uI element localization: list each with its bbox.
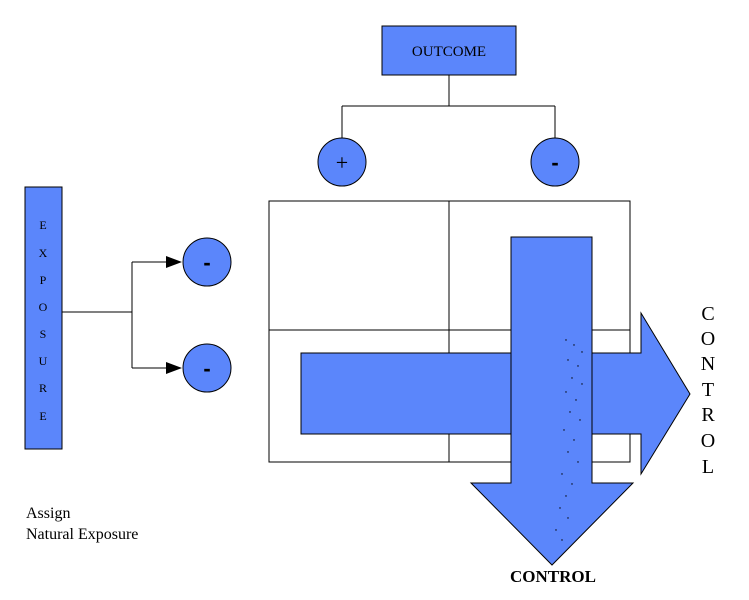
outcome-positive-circle — [317, 137, 367, 187]
outcome-negative-node: - — [530, 137, 580, 187]
assign-line-2: Natural Exposure — [26, 526, 138, 543]
exposure-upper-circle — [182, 237, 232, 287]
assign-line-1: Assign — [26, 505, 70, 522]
horizontal-arrow-shape — [300, 311, 691, 476]
control-right-letter: O — [701, 328, 715, 350]
outcome-node: OUTCOME — [381, 25, 517, 76]
exposure-letter: S — [40, 327, 47, 341]
outcome-box — [381, 25, 517, 76]
outcome-label: OUTCOME — [412, 44, 486, 60]
control-right-letter: L — [702, 456, 714, 478]
control-right-letter: R — [701, 404, 715, 426]
exposure-box — [24, 186, 63, 450]
exposure-letter: E — [39, 218, 46, 232]
exposure-connector — [62, 256, 182, 374]
outcome-negative-circle — [530, 137, 580, 187]
assign-caption: Assign Natural Exposure — [26, 505, 138, 543]
vertical-arrow-shape — [469, 236, 635, 566]
exposure-letter: O — [39, 300, 48, 314]
control-right-letter: T — [702, 379, 714, 401]
exposure-node: E X P O S U R E — [24, 186, 63, 450]
exposure-upper-node: - — [182, 237, 232, 287]
exposure-letter: U — [39, 354, 48, 368]
vertical-control-arrow — [469, 236, 635, 566]
control-bottom-label: CONTROL — [510, 567, 596, 586]
outcome-negative-sign: - — [551, 150, 558, 175]
control-right-letter: N — [701, 353, 715, 375]
control-right-letter: C — [701, 303, 714, 325]
exposure-lower-sign: - — [203, 356, 210, 381]
exposure-upper-arrowhead — [166, 256, 182, 268]
exposure-letter: E — [39, 409, 46, 423]
exposure-upper-sign: - — [203, 250, 210, 275]
control-right-letter: O — [701, 430, 715, 452]
exposure-letter: X — [39, 246, 48, 260]
exposure-lower-arrowhead — [166, 362, 182, 374]
exposure-lower-circle — [182, 343, 232, 393]
vertical-arrow-dot-shading — [555, 339, 583, 541]
outcome-connector — [341, 75, 556, 138]
outcome-positive-node: + — [317, 137, 367, 187]
horizontal-control-arrow — [300, 311, 691, 476]
outcome-positive-sign: + — [336, 150, 348, 175]
exposure-lower-node: - — [182, 343, 232, 393]
control-right-label: C O N T R O L — [701, 303, 716, 478]
exposure-letter: P — [40, 273, 47, 287]
exposure-letter: R — [39, 381, 47, 395]
